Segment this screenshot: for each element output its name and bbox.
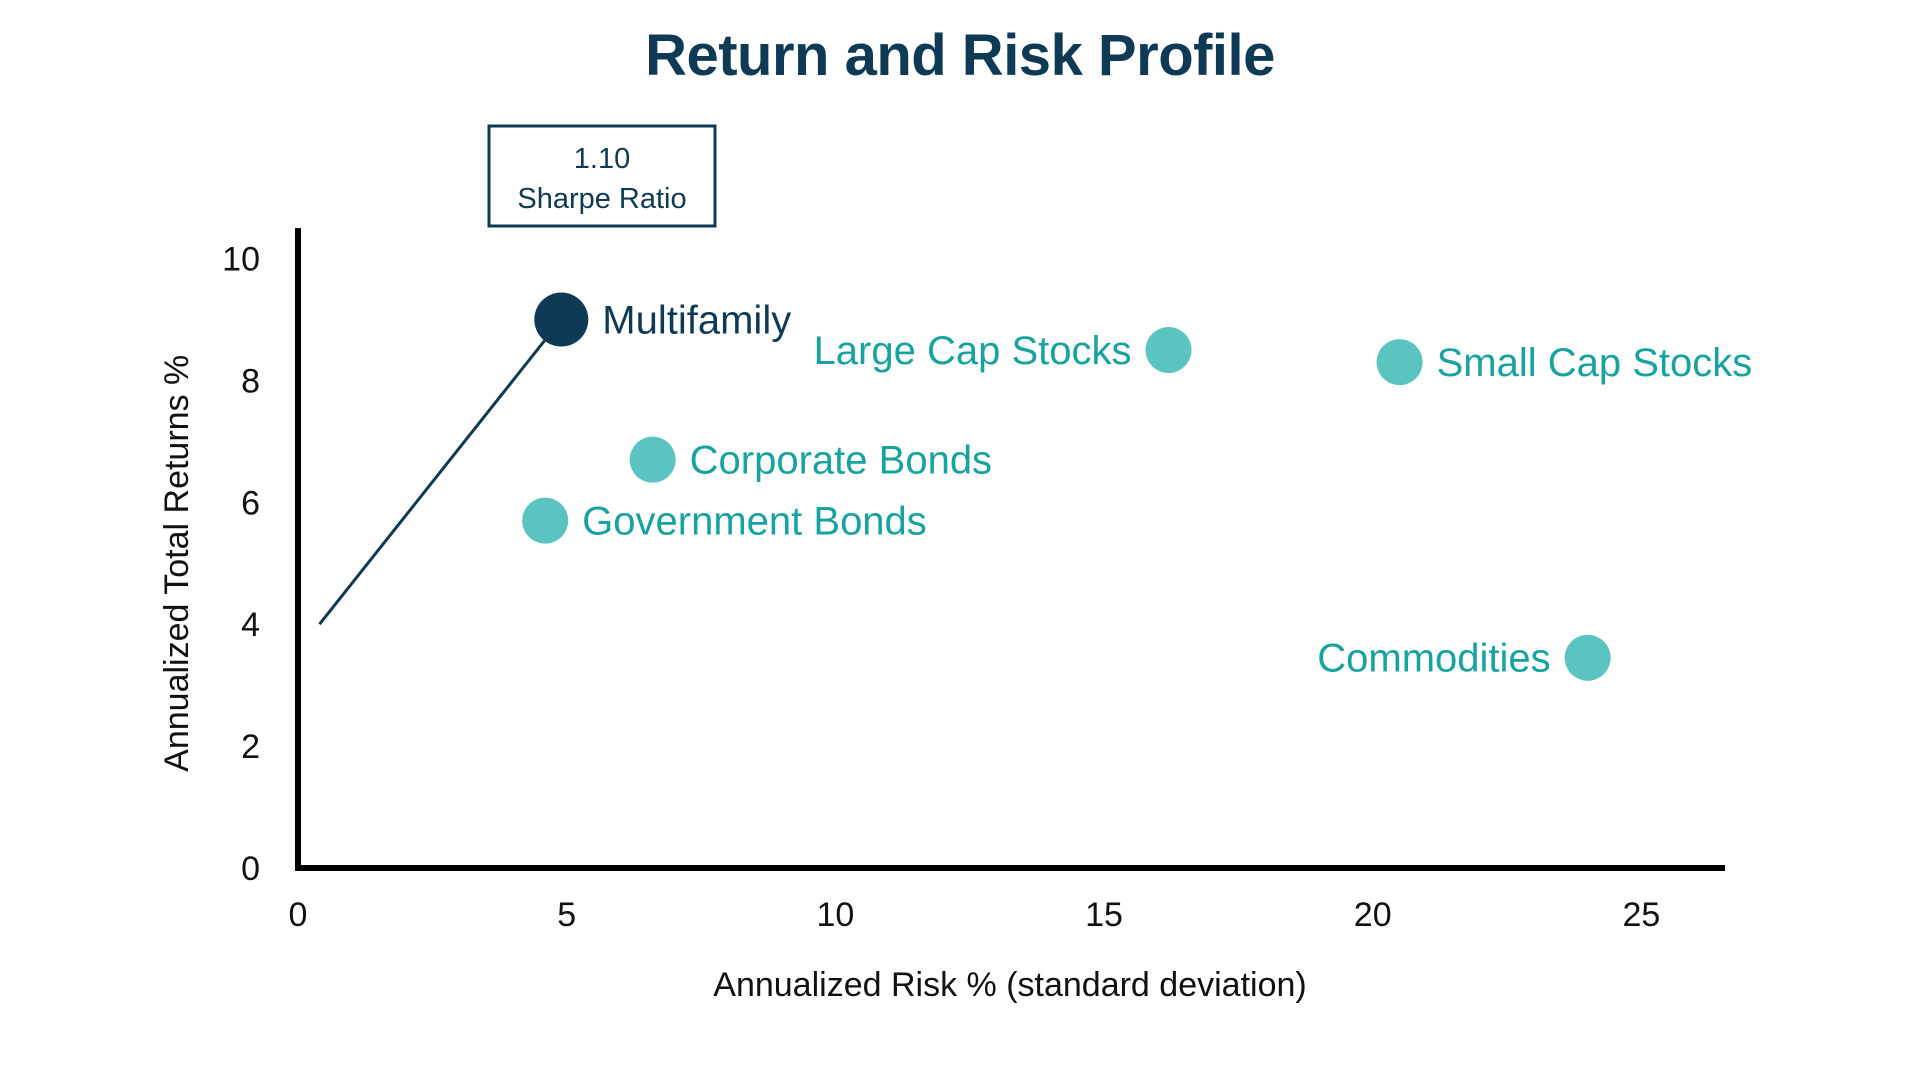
sharpe-annotation-box — [487, 124, 717, 228]
data-point-commodities[interactable]: Commodities — [1317, 634, 1611, 681]
data-point-marker[interactable] — [1376, 339, 1423, 386]
x-axis-tick-group: 0 5 10 15 20 25 — [289, 896, 1661, 934]
data-point-label: Government Bonds — [582, 500, 927, 544]
data-point-label: Corporate Bonds — [690, 439, 992, 483]
data-point-multifamily[interactable]: Multifamily — [534, 292, 791, 347]
data-point-marker[interactable] — [1564, 634, 1611, 681]
sharpe-annotation-value: 1.10 — [574, 143, 630, 175]
y-axis-tick-label: 6 — [241, 484, 260, 522]
x-axis-tick-label: 20 — [1354, 896, 1392, 934]
y-axis-tick-label: 4 — [241, 606, 260, 644]
y-axis-tick-label: 0 — [241, 850, 260, 888]
y-axis-tick-label: 2 — [241, 728, 260, 766]
data-point-label: Large Cap Stocks — [814, 329, 1132, 373]
data-point-marker[interactable] — [629, 436, 676, 483]
data-point-label: Multifamily — [602, 299, 791, 343]
sharpe-ratio-line — [318, 318, 563, 626]
x-axis-tick-label: 5 — [557, 896, 576, 934]
sharpe-annotation-caption: Sharpe Ratio — [517, 183, 686, 215]
data-point-marker[interactable] — [534, 292, 589, 347]
chart-title: Return and Risk Profile — [645, 23, 1275, 88]
data-point-corporate-bonds[interactable]: Corporate Bonds — [629, 436, 992, 483]
data-point-marker[interactable] — [522, 497, 569, 544]
data-point-label: Commodities — [1317, 637, 1550, 681]
data-point-small-cap-stocks[interactable]: Small Cap Stocks — [1376, 339, 1753, 386]
y-axis-title: Annualized Total Returns % — [158, 355, 196, 772]
x-axis-tick-label: 0 — [289, 896, 308, 934]
x-axis-title: Annualized Risk % (standard deviation) — [713, 966, 1306, 1004]
x-axis-tick-label: 25 — [1622, 896, 1660, 934]
data-point-label: Small Cap Stocks — [1437, 341, 1753, 385]
data-point-large-cap-stocks[interactable]: Large Cap Stocks — [814, 326, 1192, 373]
y-axis-tick-group: 0 2 4 6 8 10 — [222, 241, 260, 888]
x-axis-tick-label: 15 — [1085, 896, 1123, 934]
data-point-marker[interactable] — [1145, 326, 1192, 373]
x-axis-tick-label: 10 — [816, 896, 854, 934]
data-point-government-bonds[interactable]: Government Bonds — [522, 497, 927, 544]
y-axis-tick-label: 10 — [222, 241, 260, 279]
y-axis-tick-label: 8 — [241, 362, 260, 400]
